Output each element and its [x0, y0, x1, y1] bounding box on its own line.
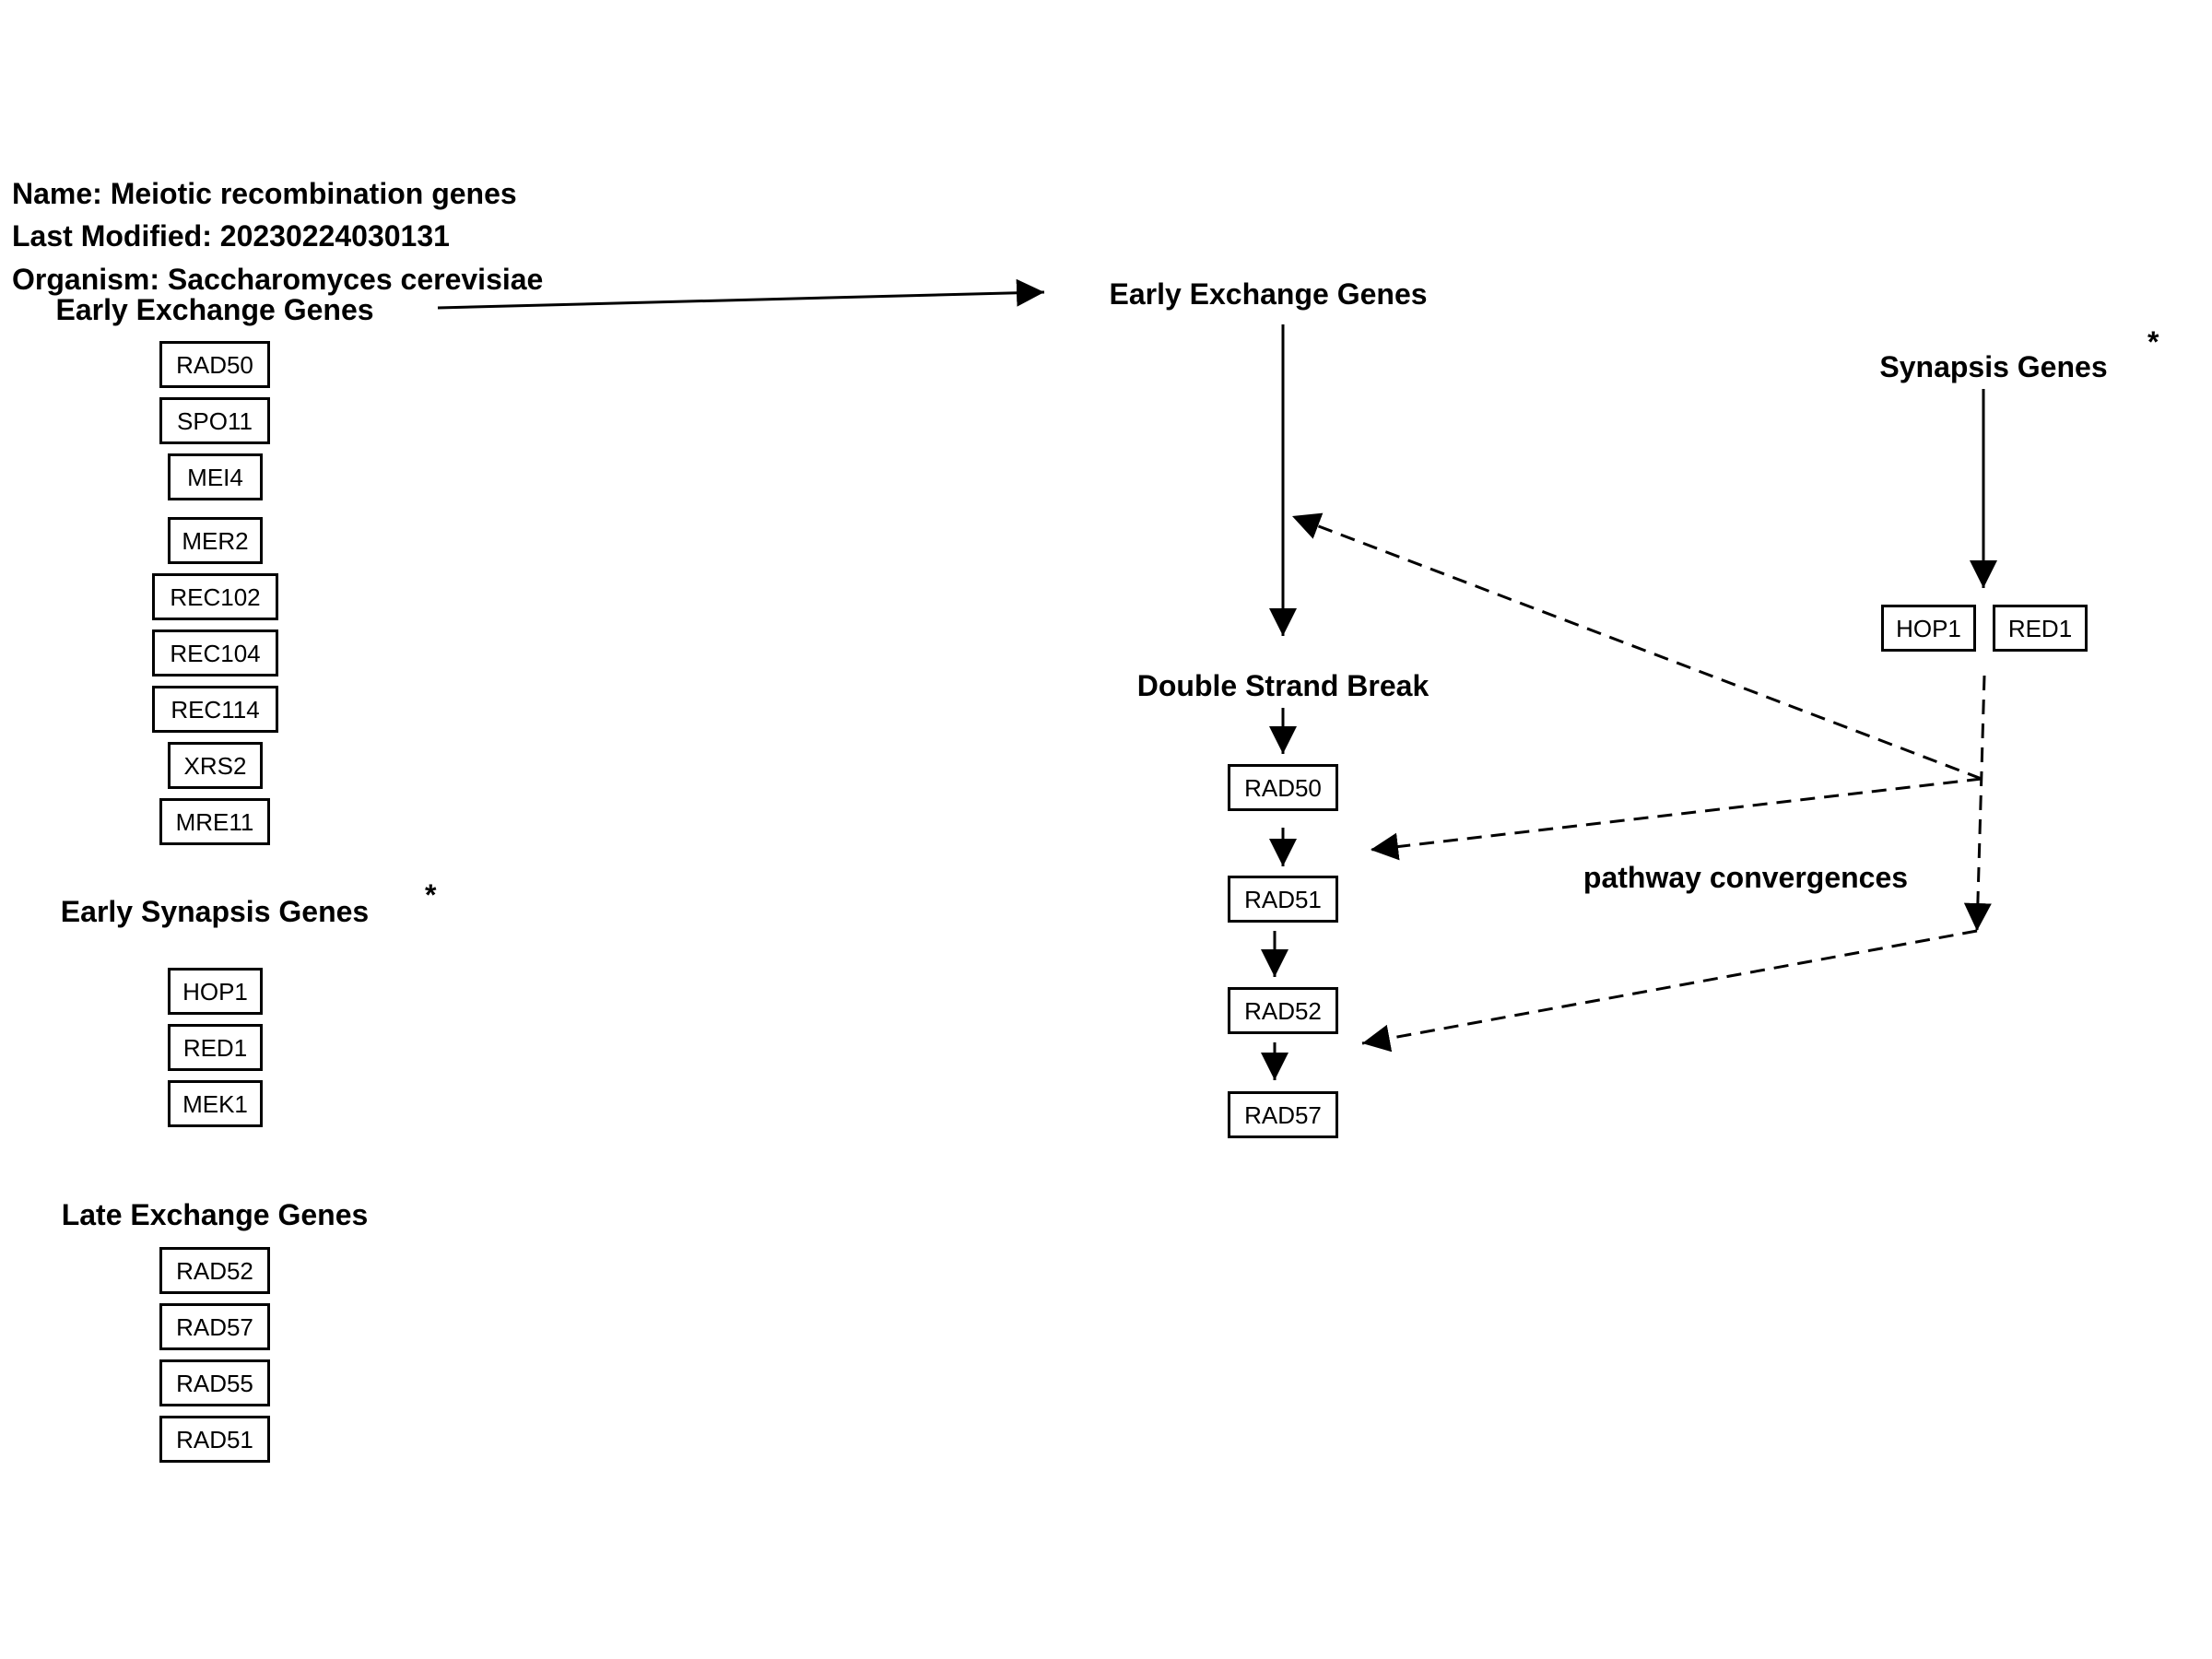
gene-box: RED1 — [168, 1024, 263, 1071]
left-late-exchange-title: Late Exchange Genes — [61, 1198, 369, 1231]
diagram-name: Name: Meiotic recombination genes — [12, 177, 517, 210]
gene-box: MEK1 — [168, 1080, 263, 1127]
convergence-label: pathway convergences — [1583, 861, 1909, 894]
pathway-early-exchange-title: Early Exchange Genes — [1109, 277, 1428, 311]
gene-box: XRS2 — [168, 742, 263, 789]
gene-box: MER2 — [168, 517, 263, 564]
pathway-gene-box: RED1 — [1993, 605, 2088, 652]
pathway-gene-box: RAD51 — [1228, 876, 1338, 923]
gene-box: RAD57 — [159, 1303, 270, 1350]
gene-box: MRE11 — [159, 798, 270, 845]
left-early-exchange-title: Early Exchange Genes — [55, 293, 374, 326]
gene-box: REC104 — [152, 629, 278, 677]
organism: Organism: Saccharomyces cerevisiae — [12, 263, 544, 296]
pathway-gene-box: RAD52 — [1228, 987, 1338, 1034]
gene-box: RAD51 — [159, 1416, 270, 1463]
dashed-convergence-to-rad51 — [1370, 777, 1983, 861]
gene-box: REC102 — [152, 573, 278, 620]
left-early-synapsis-title: Early Synapsis Genes — [60, 895, 370, 928]
dashed-convergence-to-early-exchange — [1291, 512, 1983, 781]
asterisk-marker: * — [2147, 325, 2159, 359]
dashed-convergence-to-rad52 — [1361, 929, 1978, 1053]
gene-box: REC114 — [152, 686, 278, 733]
last-modified: Last Modified: 20230224030131 — [12, 219, 450, 253]
gene-box: MEI4 — [168, 453, 263, 500]
pathway-gene-box: RAD50 — [1228, 764, 1338, 811]
link-arrow-left-to-pathway — [437, 278, 1045, 310]
gene-box: RAD55 — [159, 1359, 270, 1406]
asterisk-marker: * — [425, 878, 437, 912]
gene-box: RAD50 — [159, 341, 270, 388]
gene-box: RAD52 — [159, 1247, 270, 1294]
gene-box: SPO11 — [159, 397, 270, 444]
gene-box: HOP1 — [168, 968, 263, 1015]
dsb-title: Double Strand Break — [1136, 669, 1430, 702]
pathway-gene-box: RAD57 — [1228, 1091, 1338, 1138]
dashed-hop1-red1-down — [1963, 675, 1992, 932]
pathway-synapsis-title: Synapsis Genes — [1879, 350, 2108, 383]
pathway-gene-box: HOP1 — [1881, 605, 1976, 652]
